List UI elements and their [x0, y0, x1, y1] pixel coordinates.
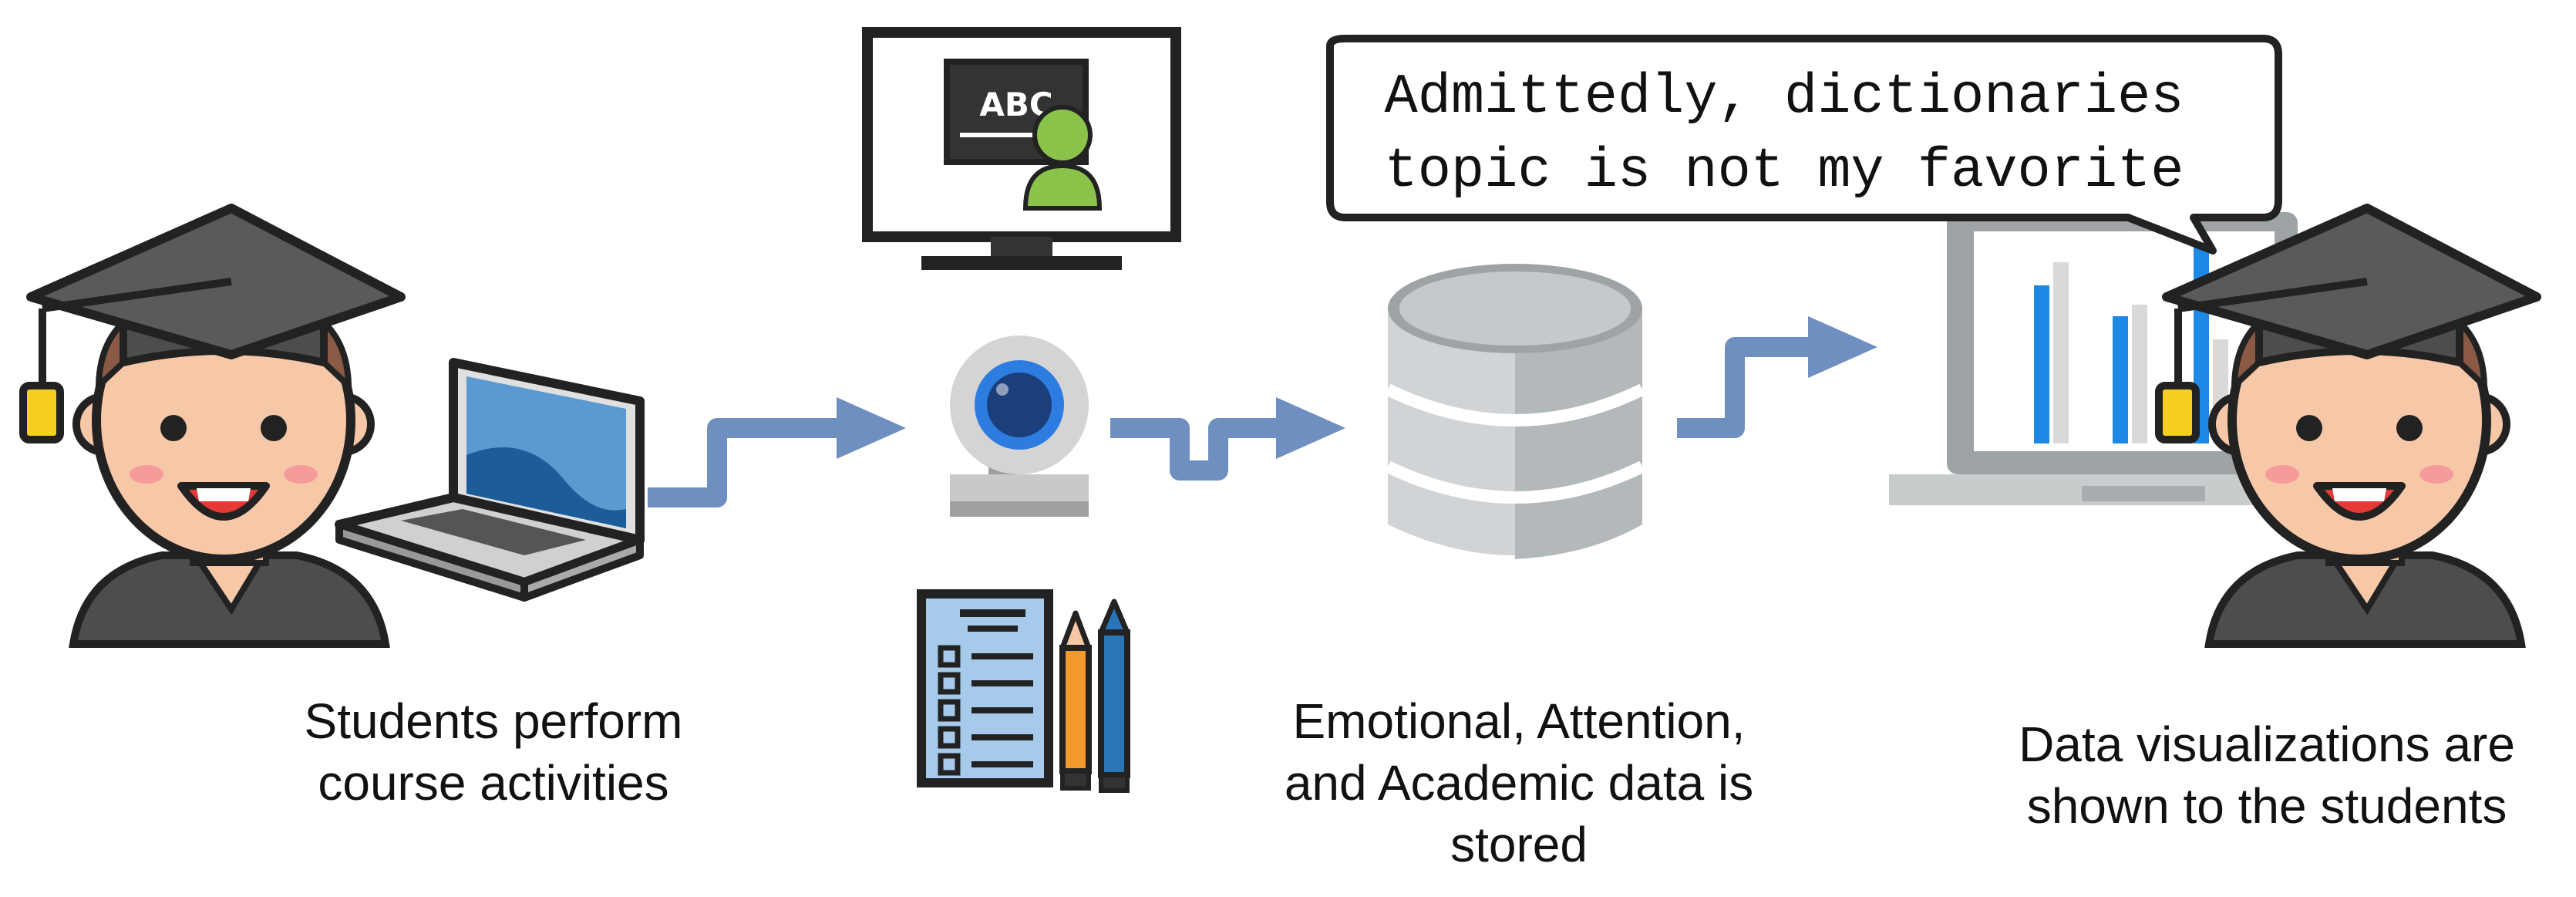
caption-students-line-1: Students perform: [304, 693, 683, 749]
caption-students-line-2: course activities: [318, 755, 669, 811]
caption-storage-line-2: and Academic data is: [1284, 755, 1754, 811]
laptop-icon: [335, 358, 645, 602]
speech-line-1: Admittedly, dictionaries: [1384, 66, 2184, 129]
chart-bar: [2053, 262, 2069, 443]
caption-storage-line-1: Emotional, Attention,: [1292, 693, 1746, 749]
caption-visualization-line-1: Data visualizations are: [2019, 717, 2515, 772]
monitor-teacher-icon: ABC: [862, 27, 1181, 270]
webcam-icon: [950, 336, 1089, 517]
speech-bubble: [1326, 35, 2282, 255]
caption-students: Students perform course activities: [262, 690, 725, 814]
checklist-icon: [917, 589, 1053, 787]
pencils-icon: [1059, 599, 1130, 793]
caption-visualization: Data visualizations are shown to the stu…: [1974, 713, 2560, 837]
database-icon: [1385, 264, 1645, 559]
student-icon-left: [19, 204, 406, 648]
caption-storage-line-3: stored: [1450, 817, 1588, 872]
caption-visualization-line-2: shown to the students: [2026, 778, 2507, 834]
chart-bar: [2113, 316, 2128, 443]
speech-bubble-text: Admittedly, dictionaries topic is not my…: [1306, 60, 2262, 208]
speech-line-2: topic is not my favorite: [1384, 140, 2184, 203]
arrow-webcam-to-database: [1110, 397, 1345, 481]
chart-bar: [2034, 285, 2049, 443]
arrow-laptop-to-webcam: [648, 397, 906, 508]
caption-storage: Emotional, Attention, and Academic data …: [1241, 690, 1796, 875]
student-icon-right: [2155, 204, 2541, 648]
arrow-database-to-visualization: [1677, 316, 1877, 438]
chart-bar: [2132, 305, 2147, 443]
